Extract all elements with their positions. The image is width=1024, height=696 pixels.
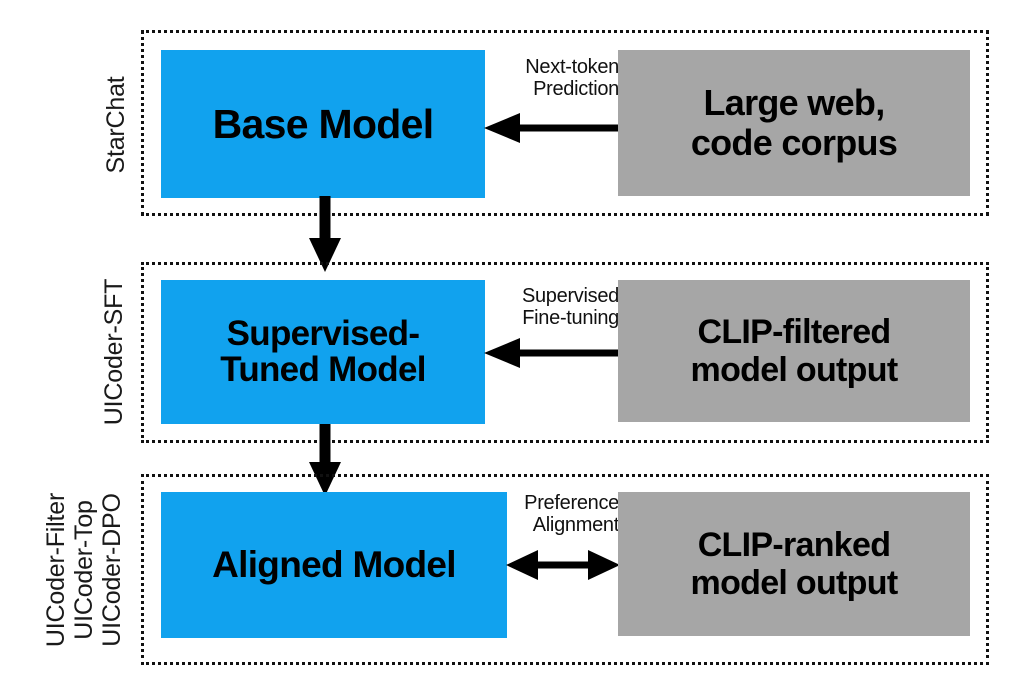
data-box-clip-ranked-model-output: CLIP-ranked model output bbox=[618, 492, 970, 636]
data-box-line-2: code corpus bbox=[690, 122, 898, 163]
edge-label-line-1: Supervised bbox=[521, 285, 619, 307]
stage-label-starchat: StarChat bbox=[102, 76, 130, 174]
data-box-large-web-code-corpus: Large web, code corpus bbox=[618, 50, 970, 196]
stage-group-uicoder-sft bbox=[141, 262, 989, 443]
stage-label-uicoder-dpo: UICoder-DPO bbox=[98, 493, 126, 647]
model-box-base-model: Base Model bbox=[161, 50, 485, 198]
edge-label-line-1: Next-token bbox=[525, 56, 619, 78]
data-box-line-1: Large web, bbox=[703, 81, 885, 123]
arrow-clip-filtered-to-sft-model bbox=[484, 338, 620, 368]
edge-label-line-2: Prediction bbox=[533, 78, 619, 101]
flow-arrow-sft-to-aligned bbox=[309, 424, 341, 496]
data-box-line-1: CLIP-filtered bbox=[697, 312, 891, 351]
edge-label-line-1: Preference bbox=[524, 492, 619, 514]
stage-group-starchat bbox=[141, 30, 989, 216]
edge-label-line-2: Alignment bbox=[532, 514, 620, 537]
model-box-line-1: Supervised- bbox=[226, 313, 420, 353]
arrow-corpus-to-base-model bbox=[484, 113, 620, 143]
data-box-line-1: CLIP-ranked bbox=[697, 525, 891, 564]
data-box-line-2: model output bbox=[690, 564, 899, 602]
model-box-aligned-model: Aligned Model bbox=[161, 492, 507, 638]
arrow-aligned-model-clip-ranked-bidirectional bbox=[506, 550, 620, 580]
model-box-supervised-tuned-model: Supervised- Tuned Model bbox=[161, 280, 485, 424]
model-box-line-2: Tuned Model bbox=[220, 350, 426, 389]
data-box-line-2: model output bbox=[690, 351, 899, 389]
data-box-clip-filtered-model-output: CLIP-filtered model output bbox=[618, 280, 970, 422]
stage-label-uicoder-filter: UICoder-Filter bbox=[42, 492, 70, 648]
edge-label-line-2: Fine-tuning bbox=[522, 307, 619, 330]
stage-label-uicoder-sft: UICoder-SFT bbox=[100, 278, 128, 426]
flow-arrow-base-to-sft bbox=[309, 196, 341, 272]
stage-label-uicoder-top: UICoder-Top bbox=[70, 500, 98, 640]
stage-group-uicoder-dpo bbox=[141, 474, 989, 665]
